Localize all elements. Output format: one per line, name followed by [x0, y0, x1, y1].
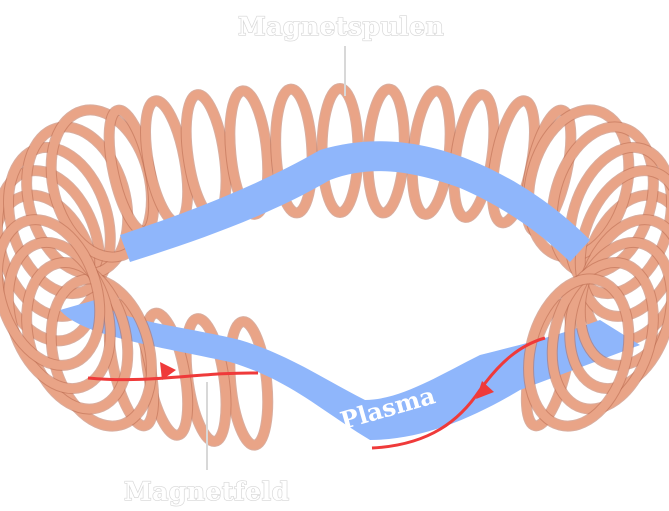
field-label: Magnetfeld	[124, 477, 290, 506]
coils-leader-line	[344, 46, 346, 96]
coils-label: Magnetspulen	[238, 12, 444, 41]
field-leader-line	[206, 382, 208, 470]
